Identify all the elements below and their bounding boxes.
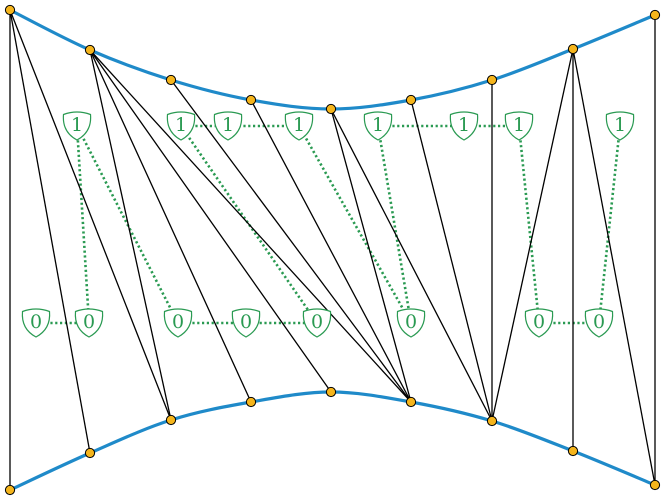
- upper-vertex-7: [567, 43, 579, 55]
- dual-node-shape: [21, 308, 51, 338]
- dual-node-label: 1: [372, 114, 384, 136]
- lower-vertex-1: [84, 447, 96, 459]
- dual-node-4: 1: [363, 111, 393, 141]
- boundary-chains: [8, 8, 657, 492]
- dual-node-shape: [284, 111, 314, 141]
- dual-node-2: 1: [213, 111, 243, 141]
- dual-node-label: 0: [240, 311, 252, 333]
- dual-node-5: 1: [449, 111, 479, 141]
- dual-path-8: [597, 125, 622, 324]
- triangulation-edges: [9, 9, 656, 490]
- dual-node-12: 0: [302, 308, 332, 338]
- dual-node-shape: [449, 111, 479, 141]
- upper-vertex-5: [405, 94, 417, 106]
- triangulation-edge-2: [9, 9, 172, 421]
- upper-vertex-0: [4, 4, 16, 16]
- dual-node-shape: [524, 308, 554, 338]
- triangulation-edge-11: [410, 99, 493, 422]
- dual-node-shape: [302, 308, 332, 338]
- dual-node-14: 0: [524, 308, 554, 338]
- dual-node-7: 1: [605, 111, 635, 141]
- dual-nodes: 1 1 1 1 1 1 1 1 0 0 0 0 0 0 0 0: [21, 111, 635, 338]
- dual-node-label: 1: [175, 114, 187, 136]
- dual-node-10: 0: [163, 308, 193, 338]
- dual-path-3: [179, 125, 319, 324]
- triangulation-edge-1: [9, 9, 91, 454]
- chain-vertices: [4, 4, 661, 496]
- dual-node-3: 1: [284, 111, 314, 141]
- dual-node-shape: [396, 308, 426, 338]
- lower-vertex-2: [165, 414, 177, 426]
- dual-node-label: 0: [533, 311, 545, 333]
- dual-node-shape: [584, 308, 614, 338]
- triangulation-edge-15: [572, 48, 656, 486]
- upper-vertex-4: [325, 103, 337, 115]
- dual-node-label: 1: [222, 114, 234, 136]
- dual-node-15: 0: [584, 308, 614, 338]
- dual-node-shape: [166, 111, 196, 141]
- triangulation-edge-3: [89, 49, 172, 421]
- upper-vertex-1: [84, 44, 96, 56]
- dual-node-13: 0: [396, 308, 426, 338]
- triangulation-edge-7: [170, 79, 412, 403]
- lower-vertex-5: [405, 396, 417, 408]
- dual-graph-paths: [36, 124, 622, 325]
- dual-node-shape: [163, 308, 193, 338]
- upper-vertex-3: [245, 94, 257, 106]
- dual-node-11: 0: [231, 308, 261, 338]
- upper-vertex-6: [486, 74, 498, 86]
- dual-node-shape: [74, 308, 104, 338]
- dual-node-shape: [363, 111, 393, 141]
- lower-vertex-8: [649, 479, 661, 491]
- dual-path-0: [75, 125, 91, 324]
- triangulation-edge-8: [250, 99, 412, 403]
- dual-node-6: 1: [504, 111, 534, 141]
- dual-node-label: 0: [405, 311, 417, 333]
- dual-node-label: 1: [293, 114, 305, 136]
- dual-node-label: 1: [513, 114, 525, 136]
- dual-node-shape: [504, 111, 534, 141]
- lower-vertex-0: [4, 484, 16, 496]
- dual-node-label: 0: [593, 311, 605, 333]
- triangulation-edge-6: [89, 49, 412, 403]
- lower-boundary-chain: [8, 390, 657, 492]
- triangulation-edge-4: [89, 49, 252, 403]
- dual-node-shape: [62, 111, 92, 141]
- dual-node-0: 1: [62, 111, 92, 141]
- lower-vertex-4: [325, 386, 337, 398]
- triangulation-edge-13: [491, 48, 574, 422]
- dual-node-shape: [605, 111, 635, 141]
- lower-vertex-6: [486, 415, 498, 427]
- dual-node-label: 1: [71, 114, 83, 136]
- dual-node-label: 1: [458, 114, 470, 136]
- dual-path-1: [75, 125, 180, 324]
- dual-node-8: 0: [21, 308, 51, 338]
- dual-node-label: 0: [311, 311, 323, 333]
- dual-path-4: [297, 125, 413, 324]
- dual-node-9: 0: [74, 308, 104, 338]
- upper-vertex-2: [165, 74, 177, 86]
- dual-path-7: [517, 125, 541, 324]
- dual-node-1: 1: [166, 111, 196, 141]
- dual-node-label: 0: [83, 311, 95, 333]
- lower-vertex-7: [567, 445, 579, 457]
- dual-node-label: 1: [614, 114, 626, 136]
- dual-node-label: 0: [30, 311, 42, 333]
- dual-node-shape: [213, 111, 243, 141]
- dual-node-label: 0: [172, 311, 184, 333]
- triangulation-edge-5: [89, 49, 332, 393]
- upper-vertex-8: [649, 9, 661, 21]
- lower-vertex-3: [245, 396, 257, 408]
- triangulation-edge-10: [330, 108, 493, 422]
- upper-boundary-chain: [8, 8, 657, 111]
- triangulation-edge-9: [330, 108, 412, 403]
- dual-node-shape: [231, 308, 261, 338]
